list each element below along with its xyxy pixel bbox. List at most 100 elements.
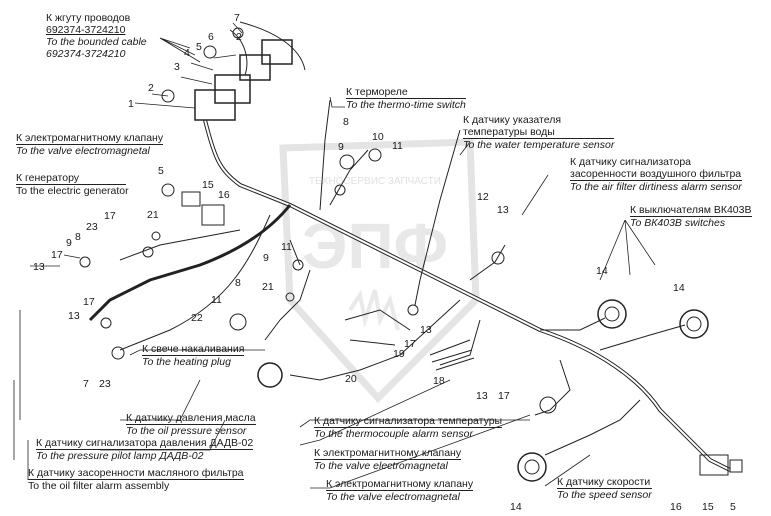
callout: 8 <box>343 116 349 128</box>
label-en: To the valve electromagnetal <box>326 491 460 503</box>
callout: 17 <box>104 210 116 222</box>
label-ru: К выключателям ВК403В <box>630 204 752 217</box>
callout: 11 <box>211 294 222 306</box>
label-speed: К датчику скорости To the speed sensor <box>557 476 652 501</box>
leader-lines <box>13 22 656 489</box>
callout: 5 <box>730 501 736 513</box>
callout: 2 <box>236 31 242 43</box>
callout: 13 <box>497 204 509 216</box>
callout: 4 <box>184 47 190 59</box>
callout: 15 <box>202 179 214 191</box>
callout: 23 <box>86 221 98 233</box>
label-en: To the speed sensor <box>557 489 652 501</box>
callout: 9 <box>263 252 269 264</box>
label-ru: К электромагнитному клапану <box>314 447 462 460</box>
label-bounded-cable: К жгуту проводов 692374-3724210 To the b… <box>46 12 147 60</box>
callout: 21 <box>262 281 274 293</box>
callout: 17 <box>51 249 63 261</box>
callout: 13 <box>420 324 432 336</box>
callout: 14 <box>673 282 685 294</box>
label-thermocouple: К датчику сигнализатора температуры To t… <box>314 415 503 440</box>
label-ru: К датчику сигнализатора температуры <box>314 415 503 428</box>
label-en: To the oil pressure sensor <box>126 425 247 437</box>
callout: 21 <box>147 209 159 221</box>
label-heating-plug: К свече накаливания To the heating plug <box>142 343 245 368</box>
callout: 22 <box>191 312 203 324</box>
callout: 11 <box>281 241 292 253</box>
callout: 18 <box>433 375 445 387</box>
callout: 13 <box>33 261 45 273</box>
callout: 14 <box>596 265 608 277</box>
label-en: To the thermocouple alarm sensor <box>314 428 473 440</box>
wiring <box>79 21 743 482</box>
callout: 16 <box>670 501 682 513</box>
label-ru: К термореле <box>346 86 466 99</box>
callout: 11 <box>392 140 403 152</box>
label-valve-em-1: К электромагнитному клапану To the valve… <box>16 132 164 157</box>
callout: 17 <box>498 390 510 402</box>
callout: 12 <box>477 191 489 203</box>
callout: 10 <box>372 131 384 143</box>
callout: 8 <box>235 277 241 289</box>
label-en: To the water temperature sensor <box>463 139 615 151</box>
label-valve-em-2: К электромагнитному клапану To the valve… <box>314 447 462 472</box>
label-air-filter: К датчику сигнализатора засоренности воз… <box>570 156 742 193</box>
label-en: To ВК403В switches <box>630 217 726 229</box>
label-ru: К датчику скорости <box>557 476 652 489</box>
label-oil-pressure: К датчику давления масла To the oil pres… <box>126 412 256 437</box>
label-en: To the valve electromagnetal <box>16 145 150 157</box>
watermark: ЭПФ ТЕХНОСЕРВИС ЗАПЧАСТИ <box>279 138 480 404</box>
label-ru: К датчику указателя <box>463 114 562 126</box>
callout-numbers: 1 2 3 4 5 6 7 2 8 10 11 9 5 15 16 12 13 … <box>33 12 736 513</box>
callout: 5 <box>196 41 202 53</box>
label-en: To the heating plug <box>142 356 231 368</box>
label-en: To the pressure pilot lamp ДАДВ-02 <box>36 450 204 462</box>
label-ru: К датчику засоренности масляного фильтра <box>28 467 244 480</box>
callout: 19 <box>393 348 405 360</box>
label-valve-em-3: К электромагнитному клапану To the valve… <box>326 478 474 503</box>
callout: 15 <box>702 501 714 513</box>
label-ru-2: температуры воды <box>463 126 615 139</box>
label-en: To the valve electromagnetal <box>314 460 448 472</box>
callout: 2 <box>148 82 154 94</box>
label-thermo-relay: К термореле To the thermo-time switch <box>346 86 466 111</box>
label-water-temp: К датчику указателя температуры воды To … <box>463 114 615 151</box>
label-ru-code: 692374-3724210 <box>46 24 126 36</box>
callout: 5 <box>158 165 164 177</box>
callout: 8 <box>75 231 81 243</box>
label-switches: К выключателям ВК403В To ВК403В switches <box>630 204 752 229</box>
callout: 20 <box>345 373 357 385</box>
label-generator: К генератору To the electric generator <box>16 172 129 197</box>
callout: 13 <box>476 390 488 402</box>
label-ru: К свече накаливания <box>142 343 245 356</box>
callout: 17 <box>83 296 95 308</box>
label-ru-2: засоренности воздушного фильтра <box>570 168 742 181</box>
label-pilot-lamp: К датчику сигнализатора давления ДАДВ-02… <box>36 437 254 462</box>
callout: 3 <box>174 61 180 73</box>
label-ru: К датчику сигнализатора <box>570 156 692 168</box>
callout: 6 <box>208 31 214 43</box>
label-ru: К генератору <box>16 172 126 185</box>
callout: 14 <box>510 501 522 513</box>
callout: 1 <box>128 98 134 110</box>
callout: 13 <box>68 310 80 322</box>
callout: 16 <box>218 189 230 201</box>
label-en: To the air filter dirtiness alarm sensor <box>570 181 742 193</box>
label-ru: К электромагнитному клапану <box>16 132 164 145</box>
label-ru: К датчику сигнализатора давления ДАДВ-02 <box>36 437 254 450</box>
label-en: To the bounded cable <box>46 36 147 48</box>
label-ru: К датчику давления масла <box>126 412 256 425</box>
label-en: To the electric generator <box>16 185 129 197</box>
label-en: To the oil filter alarm assembly <box>28 480 170 492</box>
label-en: To the thermo-time switch <box>346 99 466 111</box>
callout: 9 <box>66 237 72 249</box>
callout: 17 <box>404 338 416 350</box>
label-ru: К электромагнитному клапану <box>326 478 474 491</box>
callout: 9 <box>338 141 344 153</box>
watermark-text: ТЕХНОСЕРВИС ЗАПЧАСТИ <box>309 176 441 187</box>
callout: 7 <box>234 12 240 24</box>
callout: 23 <box>99 378 111 390</box>
label-ru: К жгуту проводов <box>46 12 131 24</box>
